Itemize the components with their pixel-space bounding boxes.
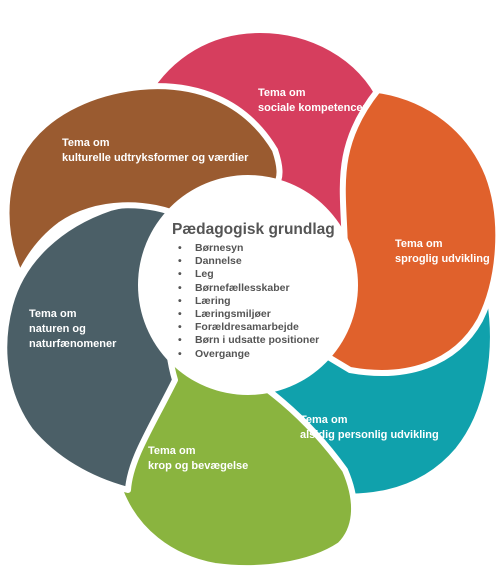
label-naturen-og-naturfaenomener: Tema om naturen og naturfænomener [29,307,116,352]
label-line: Tema om [62,137,110,149]
list-item: Børnefællesskaber [178,282,319,295]
petal-kulturelle-udtryksformer [3,83,283,278]
list-item: Børn i udsatte positioner [178,334,319,347]
label-line: kulturelle udtryksformer og værdier [62,152,249,164]
list-item: Leg [178,268,319,281]
label-kulturelle-udtryksformer: Tema om kulturelle udtryksformer og værd… [62,136,248,166]
label-line: alsidig personlig udvikling [300,429,439,441]
list-item: Læring [178,295,319,308]
label-line: sproglig udvikling [395,253,490,265]
label-alsidig-personlig-udvikling: Tema om alsidig personlig udvikling [300,413,439,443]
list-item: Læringsmiljøer [178,308,319,321]
label-line: Tema om [148,445,196,457]
label-line: Tema om [395,238,443,250]
label-line: sociale kompetencer [258,102,367,114]
label-line: Tema om [258,87,306,99]
label-line: krop og bevægelse [148,460,249,472]
list-item: Forældresamarbejde [178,321,319,334]
label-line: naturen og [29,323,86,335]
label-line: Tema om [300,414,348,426]
label-sproglig-udvikling: Tema om sproglig udvikling [395,237,490,267]
list-item: Overgange [178,348,319,361]
list-item: Dannelse [178,255,319,268]
label-line: Tema om [29,308,77,320]
label-sociale-kompetencer: Tema om sociale kompetencer [258,86,367,116]
label-krop-og-bevaegelse: Tema om krop og bevægelse [148,444,248,474]
label-line: naturfænomener [29,338,117,350]
center-bullet-list: Børnesyn Dannelse Leg Børnefællesskaber … [178,242,319,361]
list-item: Børnesyn [178,242,319,255]
center-title: Pædagogisk grundlag [172,221,335,238]
